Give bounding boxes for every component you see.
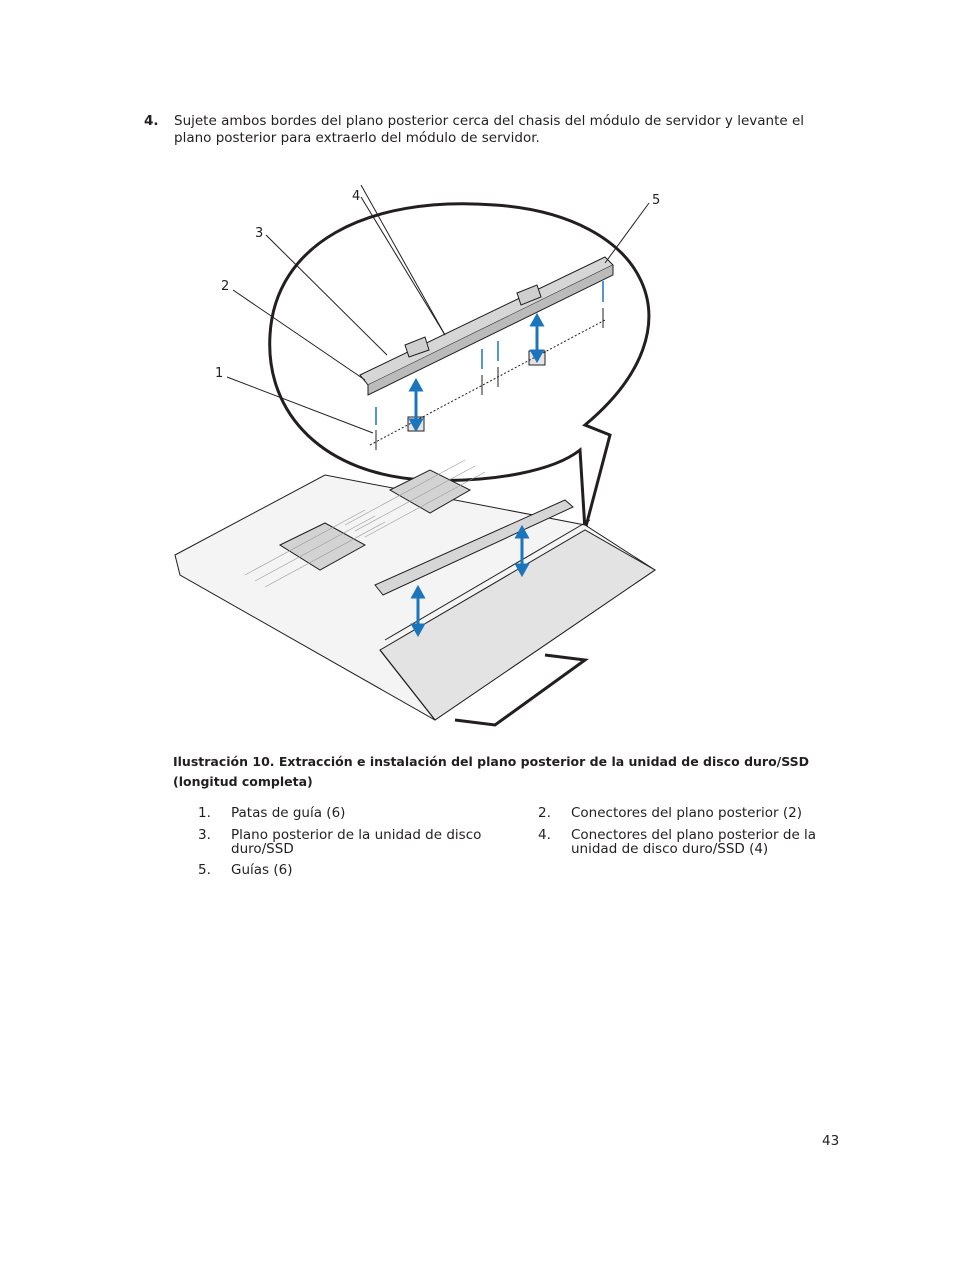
step-number: 4. — [144, 113, 159, 129]
figure-illustration: 1 2 3 4 5 — [174, 184, 660, 727]
legend-text: Conectores del plano posterior (2) — [571, 805, 803, 821]
legend-text: Plano posterior de la unidad de disco du… — [231, 827, 482, 857]
magnified-backplane — [359, 256, 614, 386]
page-number: 43 — [822, 1133, 840, 1149]
callout-5: 5 — [652, 193, 660, 208]
legend-number: 3. — [198, 827, 211, 843]
legend-number: 2. — [538, 805, 551, 821]
legend-number: 5. — [198, 862, 211, 878]
legend-text: Conectores del plano posterior de la uni… — [571, 827, 817, 857]
magnifier-outline — [268, 202, 651, 531]
figure-caption: Ilustración 10. Extracción e instalación… — [173, 754, 810, 789]
callout-2: 2 — [221, 279, 229, 294]
callout-4: 4 — [352, 189, 360, 204]
callout-1: 1 — [215, 366, 223, 381]
legend-text: Patas de guía (6) — [231, 805, 346, 821]
step-text: Sujete ambos bordes del plano posterior … — [174, 113, 805, 146]
legend-text: Guías (6) — [231, 862, 293, 878]
callout-3: 3 — [255, 226, 263, 241]
legend-number: 4. — [538, 827, 551, 843]
legend-number: 1. — [198, 805, 211, 821]
backplane-figure: 1 2 3 4 5 — [165, 184, 665, 745]
